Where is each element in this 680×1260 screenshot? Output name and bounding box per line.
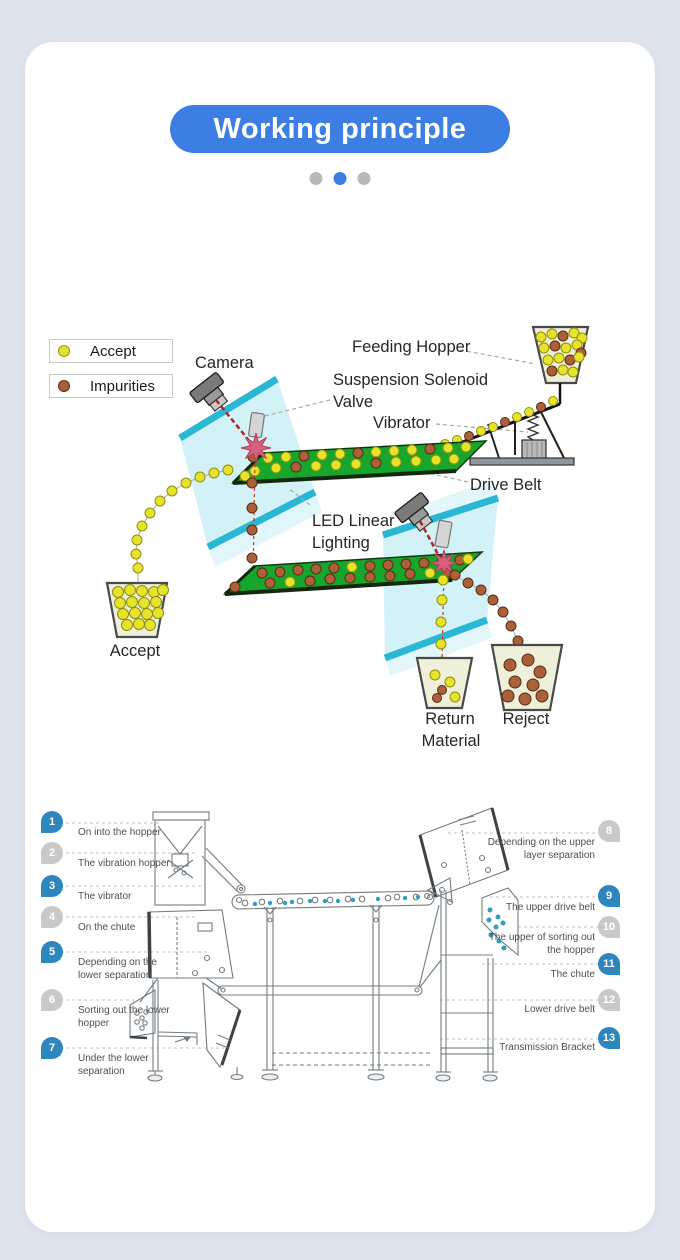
legend-accept: Accept (49, 339, 173, 363)
callout-badge-13: 13 (598, 1027, 620, 1049)
return-bucket (415, 656, 474, 710)
legend-accept-label: Accept (90, 342, 136, 360)
callout-label-12: Lower drive belt (524, 1004, 595, 1015)
led-light-bands (178, 376, 500, 676)
ejection-spark-1 (240, 432, 272, 464)
vibrator-label: Vibrator (373, 414, 431, 432)
callout-label-7: Under the lower separation (78, 1053, 149, 1077)
callout-label-4: On the chute (78, 922, 136, 933)
accept-stream (130, 464, 234, 584)
upper-drive-belt (231, 440, 488, 485)
callout-badge-1: 1 (41, 811, 63, 833)
callout-label-3: The vibrator (78, 891, 132, 902)
callout-label-5: Depending on the lower separation (78, 957, 157, 981)
carousel-dot-1[interactable] (309, 172, 323, 185)
reject-bucket-label: Reject (503, 710, 550, 728)
callout-badge-4: 4 (41, 906, 63, 928)
legend-impurities: Impurities (49, 374, 173, 398)
callout-badge-5: 5 (41, 941, 63, 963)
return-label-2: Material (422, 732, 481, 750)
callout-label-2: The vibration hopper (78, 858, 170, 869)
led-label-2: Lighting (312, 534, 370, 552)
callout-label-8: Depending on the upper layer separation (487, 837, 595, 861)
callout-badge-3: 3 (41, 875, 63, 897)
impurities-ball-icon (58, 380, 70, 392)
laser-2 (418, 520, 442, 559)
reject-stream (449, 569, 525, 657)
carousel-dot-2-active[interactable] (333, 172, 347, 185)
section-title: Working principle (170, 105, 510, 153)
reject-bucket (490, 643, 564, 712)
machine-line-art (129, 807, 519, 1082)
led-label-1: LED Linear (312, 512, 395, 530)
callout-label-9: The upper drive belt (506, 902, 595, 913)
working-principle-diagram: Camera Feeding Hopper Suspension Solenoi… (105, 325, 590, 750)
callout-label-1: On into the hopper (78, 827, 161, 838)
accept-bucket-label: Accept (110, 642, 161, 660)
laser-1 (215, 399, 252, 444)
teal-dots (252, 894, 507, 951)
callout-label-6: Sorting out the lower hopper (78, 1005, 170, 1029)
callout-badge-8: 8 (598, 820, 620, 842)
callout-badge-12: 12 (598, 989, 620, 1011)
callout-badge-7: 7 (41, 1037, 63, 1059)
leader-lines (264, 349, 537, 506)
camera-label: Camera (195, 354, 255, 372)
callout-label-13: Transmission Bracket (499, 1042, 595, 1053)
callout-badge-6: 6 (41, 989, 63, 1011)
lower-drive-belt (222, 551, 485, 596)
feeding-hopper-label: Feeding Hopper (352, 338, 471, 356)
callout-badge-10: 10 (598, 916, 620, 938)
carousel-dots (309, 172, 371, 185)
callout-label-11: The chute (550, 969, 595, 980)
return-label-1: Return (425, 710, 475, 728)
callout-badge-11: 11 (598, 953, 620, 975)
callout-badge-9: 9 (598, 885, 620, 907)
accept-bucket (105, 581, 169, 639)
carousel-dot-3[interactable] (357, 172, 371, 185)
callout-lines (66, 822, 602, 1049)
callout-label-10: The upper of sorting out the hopper (488, 932, 595, 956)
legend-impurities-label: Impurities (90, 377, 156, 395)
suspension-label-1: Suspension Solenoid (333, 371, 488, 389)
solenoid-valve-2 (434, 519, 453, 549)
callout-badge-2: 2 (41, 842, 63, 864)
machine-schematic (66, 807, 602, 1082)
suspension-label-2: Valve (333, 393, 373, 411)
accept-ball-icon (58, 345, 70, 357)
drive-belt-label: Drive Belt (470, 476, 542, 494)
feeding-hopper (531, 325, 590, 404)
